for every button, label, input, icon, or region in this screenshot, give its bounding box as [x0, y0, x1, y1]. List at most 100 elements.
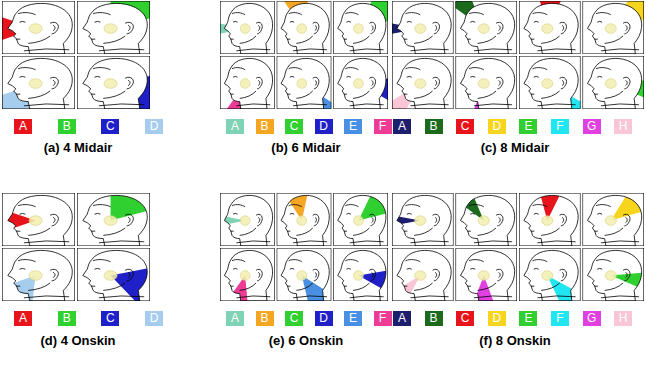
legend-swatch: C — [456, 119, 474, 134]
sensor-dot — [240, 24, 250, 34]
mouth-line — [531, 286, 535, 287]
collar-line — [236, 49, 270, 51]
cell-border — [277, 1, 332, 54]
face-cell — [277, 248, 334, 312]
mouth-line — [467, 286, 471, 287]
region-group — [111, 183, 159, 220]
mouth-line — [287, 286, 290, 287]
collar-line — [293, 49, 327, 51]
cell-border — [392, 1, 454, 54]
eye-line — [346, 268, 350, 270]
legend-swatch: E — [519, 311, 537, 326]
hair-line — [345, 260, 358, 262]
head-outline — [397, 3, 451, 54]
legend-letter: C — [290, 311, 299, 326]
eye-line — [95, 76, 101, 78]
region-group — [0, 276, 36, 313]
hair-line — [469, 260, 484, 262]
legend-swatch: B — [256, 311, 274, 326]
jaw-line — [478, 283, 496, 290]
collar-line — [601, 296, 639, 298]
region-wedge — [0, 276, 36, 313]
region-group — [358, 269, 396, 294]
region-wedge — [378, 213, 420, 228]
legend-swatch: A — [226, 311, 244, 326]
eye-line — [407, 21, 412, 23]
mouth-line — [344, 94, 347, 95]
cell-border — [2, 56, 75, 109]
jaw-line — [478, 228, 496, 235]
head-outline — [8, 250, 72, 301]
eye-line — [290, 76, 294, 78]
head-outline — [397, 250, 451, 301]
collar-line — [99, 49, 144, 51]
hair-line — [469, 13, 484, 15]
eye-line — [470, 268, 475, 270]
jaw-line — [103, 283, 125, 290]
collar-line — [537, 241, 575, 243]
eye-line — [597, 268, 602, 270]
mouth-line — [91, 231, 95, 232]
sensor-dot — [542, 24, 553, 34]
jaw-line — [240, 283, 256, 290]
legend-swatch: D — [488, 311, 506, 326]
cell-border — [456, 193, 518, 246]
eye-line — [534, 268, 539, 270]
legend-letter: C — [106, 311, 115, 326]
region-group — [208, 213, 245, 228]
collar-line — [410, 241, 448, 243]
jaw-line — [541, 91, 559, 98]
sensor-dot — [354, 79, 364, 89]
hair-line — [18, 205, 36, 207]
jaw-line — [478, 36, 496, 43]
hair-line — [18, 13, 36, 15]
eye-line — [20, 76, 26, 78]
eye-line — [597, 76, 602, 78]
cell-border — [583, 56, 645, 109]
head-outline — [224, 195, 272, 246]
ear-line — [125, 269, 133, 281]
collar-line — [410, 49, 448, 51]
cell-border — [519, 1, 581, 54]
legend-letter: B — [260, 119, 268, 134]
panel-caption: (b) 6 Midair — [271, 140, 340, 156]
sensor-dot — [240, 79, 250, 89]
hair-line — [533, 205, 548, 207]
jaw-line — [296, 91, 312, 98]
hair-line — [93, 205, 111, 207]
sensor-dot — [354, 271, 364, 281]
face-cell — [519, 0, 586, 54]
legend-letter: D — [319, 119, 328, 134]
head-outline — [460, 3, 514, 54]
hair-line — [345, 68, 358, 70]
head-outline — [83, 250, 147, 301]
mouth-line — [230, 94, 233, 95]
mouth-line — [344, 39, 347, 40]
eye-line — [95, 21, 101, 23]
mouth-line — [531, 231, 535, 232]
region-wedge — [358, 269, 396, 294]
jaw-line — [414, 91, 432, 98]
ear-line — [313, 77, 319, 89]
legend-letter: F — [379, 119, 386, 134]
jaw-line — [414, 36, 432, 43]
region-wedge — [408, 0, 483, 29]
head-outline — [587, 195, 641, 246]
cell-ground — [333, 193, 388, 246]
face-cell — [220, 248, 275, 313]
ear-line — [496, 77, 503, 89]
head-outline — [587, 250, 641, 301]
jaw-line — [541, 228, 559, 235]
legend-letter: F — [556, 311, 563, 326]
mouth-line — [344, 286, 347, 287]
ear-line — [560, 77, 567, 89]
eye-line — [346, 213, 350, 215]
legend-letter: F — [379, 311, 386, 326]
hair-line — [406, 205, 421, 207]
face-cell — [340, 56, 454, 160]
hair-line — [596, 205, 611, 207]
eye-line — [20, 213, 26, 215]
ear-line — [369, 269, 375, 281]
cell-border — [392, 193, 454, 246]
collar-line — [474, 49, 512, 51]
